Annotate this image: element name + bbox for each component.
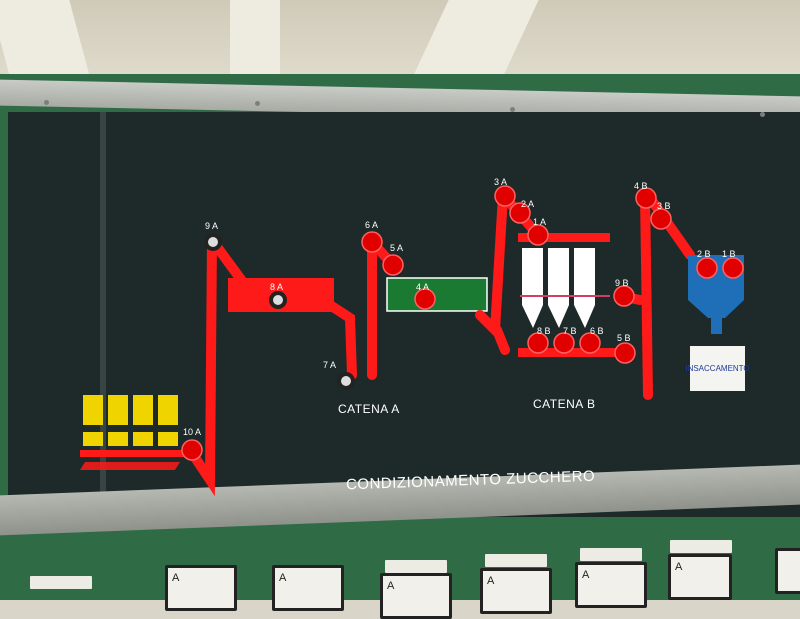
station-label: 3 A — [494, 177, 508, 187]
station-label: 2 A — [521, 199, 535, 209]
feed-rail — [80, 450, 185, 470]
screw — [255, 101, 260, 106]
station-label: 4 A — [416, 282, 430, 292]
station-label: 9 B — [615, 278, 629, 288]
station-label: 5 B — [617, 333, 631, 343]
station-label: 4 B — [634, 181, 648, 191]
meter-tag — [670, 540, 732, 553]
screw — [510, 107, 515, 112]
station-label: 8 A — [270, 282, 284, 292]
bagging-label: INSACCAMENTO — [685, 346, 750, 391]
station-label: 7 B — [563, 326, 577, 336]
station-label: 6 A — [365, 220, 379, 230]
meter-row: A A A A A A — [0, 530, 800, 619]
station-indicators — [181, 185, 744, 461]
station-label: 2 B — [697, 249, 711, 259]
ammeter: A — [380, 573, 452, 619]
chain-a-label: CATENA A — [338, 402, 400, 416]
station-label: 1 B — [722, 249, 736, 259]
meter-tag — [385, 560, 447, 573]
chain-a-lines — [185, 235, 398, 497]
meter-tag — [30, 576, 92, 589]
meter-tag — [580, 548, 642, 561]
panel-reflection — [100, 112, 106, 517]
station-label: 9 A — [205, 221, 219, 231]
silo-frame — [518, 233, 622, 357]
ammeter — [775, 548, 800, 594]
screw — [44, 100, 49, 105]
pulley-icons — [204, 233, 355, 390]
chain-b-label: CATENA B — [533, 397, 596, 411]
ceiling-beam — [230, 0, 280, 80]
ammeter: A — [480, 568, 552, 614]
meter-tag — [485, 554, 547, 567]
mimic-panel — [8, 112, 800, 517]
station-label: 7 A — [323, 360, 337, 370]
station-label: 10 A — [183, 427, 202, 437]
ammeter: A — [668, 554, 732, 600]
conveyor-4a — [386, 277, 488, 312]
station-label: 5 A — [390, 243, 404, 253]
yellow-hoppers — [83, 395, 178, 446]
station-label: 3 B — [657, 201, 671, 211]
station-label: 8 B — [537, 326, 551, 336]
process-diagram — [80, 185, 744, 497]
ammeter: A — [575, 562, 647, 608]
screw — [760, 112, 765, 117]
ammeter: A — [165, 565, 237, 611]
station-label: 6 B — [590, 326, 604, 336]
station-label: 1 A — [533, 217, 547, 227]
ammeter: A — [272, 565, 344, 611]
